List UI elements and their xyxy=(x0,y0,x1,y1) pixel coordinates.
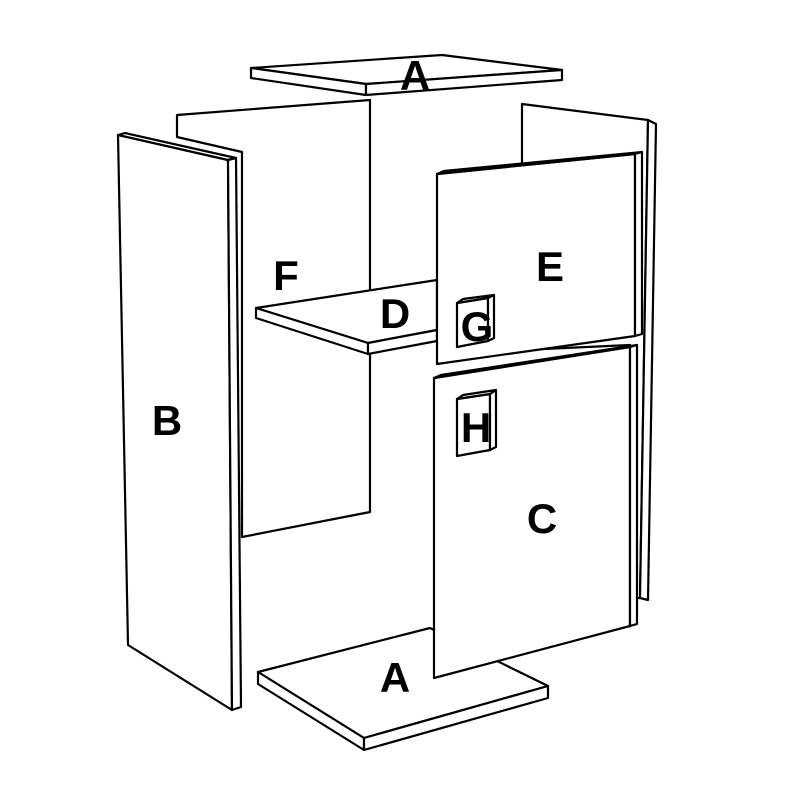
label-upper-door: E xyxy=(536,243,564,290)
top-panel xyxy=(249,53,564,97)
lower-handle xyxy=(455,388,498,458)
label-top-panel: A xyxy=(400,52,430,99)
label-lower-handle: H xyxy=(461,404,491,451)
label-upper-handle: G xyxy=(461,303,494,350)
label-back-panel: F xyxy=(273,252,299,299)
upper-handle xyxy=(455,293,496,349)
label-side-panel: B xyxy=(152,397,182,444)
label-shelf: D xyxy=(380,290,410,337)
label-lower-door: C xyxy=(527,495,557,542)
label-bottom-panel: A xyxy=(380,654,410,701)
left-side-panel xyxy=(116,131,243,712)
